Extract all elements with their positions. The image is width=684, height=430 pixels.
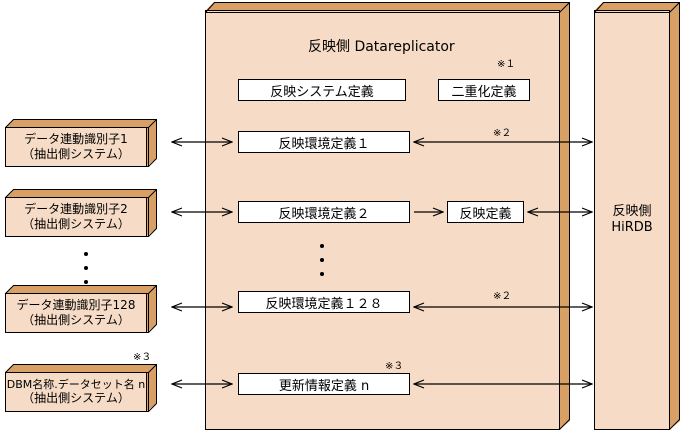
target-database-hirdb[interactable]: 反映側 HiRDB bbox=[594, 2, 680, 430]
box-front-face: 反映側 HiRDB bbox=[594, 10, 670, 430]
box-front-face: データ連動識別子128 （抽出側システム） bbox=[5, 293, 147, 333]
extract-system-label-line1: データ連動識別子2 bbox=[24, 202, 128, 216]
target-database-label-line1: 反映側 bbox=[612, 203, 652, 219]
note-marker-1: ※１ bbox=[497, 59, 516, 70]
definition-box-env-def-2[interactable]: 反映環境定義２ bbox=[238, 201, 410, 223]
extract-system-dbm-dataset-n[interactable]: DBM名称.データセット名 n （抽出側システム） bbox=[5, 364, 157, 412]
extract-system-label-line2: （抽出側システム） bbox=[22, 147, 130, 161]
left-column-ellipsis bbox=[83, 252, 89, 284]
target-database-label-line2: HiRDB bbox=[611, 220, 653, 235]
box-front-face: データ連動識別子2 （抽出側システム） bbox=[5, 197, 147, 237]
extract-system-label-line1: DBM名称.データセット名 n bbox=[6, 377, 146, 391]
extract-system-linkage-id-128[interactable]: データ連動識別子128 （抽出側システム） bbox=[5, 285, 157, 333]
definition-box-env-def-128[interactable]: 反映環境定義１２８ bbox=[238, 291, 410, 313]
note-marker-3-right: ※３ bbox=[385, 361, 404, 372]
box-front-face: データ連動識別子1 （抽出側システム） bbox=[5, 127, 147, 167]
definition-box-env-def-1[interactable]: 反映環境定義１ bbox=[238, 131, 410, 153]
container-ellipsis bbox=[319, 244, 325, 276]
note-marker-3-left: ※３ bbox=[133, 352, 152, 363]
extract-system-label-line1: データ連動識別子128 bbox=[16, 298, 136, 312]
box-side-face bbox=[669, 2, 680, 430]
ellipsis-dot bbox=[320, 244, 324, 248]
container-side-face bbox=[559, 2, 570, 430]
ellipsis-dot bbox=[84, 280, 88, 284]
definition-box-reflect-definition[interactable]: 反映定義 bbox=[447, 201, 524, 223]
ellipsis-dot bbox=[84, 252, 88, 256]
extract-system-label-line1: データ連動識別子1 bbox=[24, 132, 128, 146]
definition-box-update-info-n[interactable]: 更新情報定義 n bbox=[238, 373, 410, 395]
extract-system-label-line2: （抽出側システム） bbox=[22, 313, 130, 327]
extract-system-label-line2: （抽出側システム） bbox=[22, 217, 130, 231]
ellipsis-dot bbox=[320, 258, 324, 262]
note-marker-2-bottom: ※２ bbox=[493, 291, 512, 302]
definition-box-duplex-def[interactable]: 二重化定義 bbox=[438, 79, 530, 101]
note-marker-2-top: ※２ bbox=[493, 128, 512, 139]
ellipsis-dot bbox=[84, 266, 88, 270]
extract-system-label-line2: （抽出側システム） bbox=[22, 391, 130, 406]
extract-system-linkage-id-2[interactable]: データ連動識別子2 （抽出側システム） bbox=[5, 189, 157, 237]
extract-system-linkage-id-1[interactable]: データ連動識別子1 （抽出側システム） bbox=[5, 119, 157, 167]
ellipsis-dot bbox=[320, 272, 324, 276]
box-front-face: DBM名称.データセット名 n （抽出側システム） bbox=[5, 372, 147, 412]
diagram-title: 反映側 Datareplicator bbox=[308, 39, 455, 55]
definition-box-system-def[interactable]: 反映システム定義 bbox=[238, 79, 406, 101]
